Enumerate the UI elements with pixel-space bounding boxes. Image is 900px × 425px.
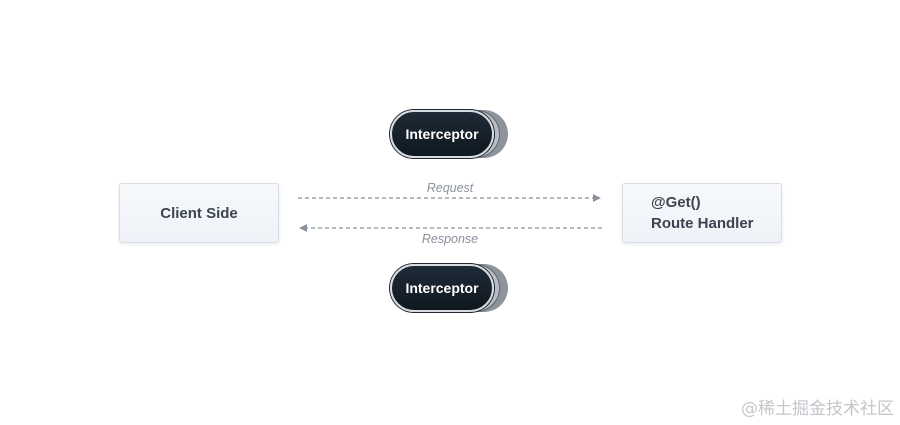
- route-handler-label: Route Handler: [651, 215, 754, 232]
- client-side-node: Client Side: [119, 183, 279, 243]
- interceptor-top-label: Interceptor: [405, 126, 479, 142]
- request-label: Request: [426, 181, 474, 195]
- interceptor-top: Interceptor: [390, 110, 494, 158]
- route-handler-node: @Get() Route Handler: [622, 183, 782, 243]
- client-side-label: Client Side: [160, 204, 238, 222]
- route-handler-decorator: @Get(): [651, 194, 701, 211]
- watermark: @稀土掘金技术社区: [741, 399, 894, 419]
- interceptor-bottom: Interceptor: [390, 264, 494, 312]
- interceptor-stack-bottom: Interceptor: [390, 264, 514, 314]
- response-label: Response: [421, 232, 479, 246]
- interceptor-bottom-label: Interceptor: [405, 280, 479, 296]
- interceptor-stack-top: Interceptor: [390, 110, 514, 160]
